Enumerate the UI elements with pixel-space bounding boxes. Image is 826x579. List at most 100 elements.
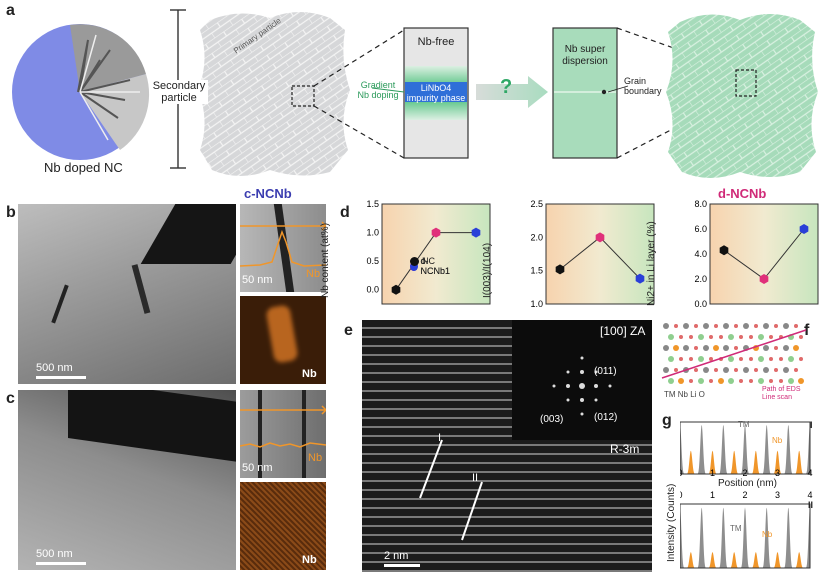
atom [763,367,769,373]
atom [734,368,738,372]
panel-label-c: c [6,390,15,407]
atom [728,356,734,362]
nb-map-c: Nb [240,482,326,570]
panel-a-schematic [12,9,818,178]
stem-inset-b: 50 nm Nb [240,204,326,292]
g-nb-label-2: Nb [762,530,773,539]
nb-profile [680,450,810,474]
spot-011: (011) [594,366,617,377]
line-scan-paths [419,439,483,541]
atom [754,324,758,328]
panel-label-g: g [662,412,672,429]
g-tick-label: 0 [680,468,683,478]
g-tick-label: 4 [807,468,812,478]
atom [783,367,789,373]
atom [783,345,789,351]
eds-profiles: 0011223344 [680,421,813,569]
atom [709,335,713,339]
atom [794,368,798,372]
atom [779,357,783,361]
scale-bar [36,376,86,379]
atom [674,324,678,328]
atom [774,324,778,328]
atom [734,324,738,328]
atom [679,335,683,339]
atom [689,379,693,383]
panel-d-svg: 0.00.51.01.51.01.52.02.50.02.04.06.08.0 [366,199,819,309]
g-tick-label: 4 [807,490,812,500]
atom-legend: TM Nb Li O [664,390,705,399]
plot1-ylabel: Nb content (at%) [320,222,331,298]
c-ncnb-title: c-NCNb [244,186,292,201]
atom [689,335,693,339]
profile-frame [680,503,811,569]
legend-item-c-ncnb1: c-NCNb1 [410,256,452,276]
g-mark-2: II [808,500,814,510]
atom [788,356,794,362]
data-point-NC [719,245,729,256]
g-ylabel: Intensity (Counts) [666,483,677,562]
atom [668,356,674,362]
atom [703,367,709,373]
line-mark-2: II [472,472,479,484]
atom [694,368,698,372]
spot-003: (003) [540,414,564,425]
atom [663,345,669,351]
atom [723,323,729,329]
atom [694,324,698,328]
question-mark: ? [500,76,513,98]
zone-axis-label: [100] ZA [600,324,646,338]
atom [668,378,674,384]
g-tick-label: 0 [680,490,683,500]
atom [794,324,798,328]
data-point-c-NCNb1 [471,227,481,238]
tick-label: 6.0 [694,224,707,234]
atom [723,345,729,351]
atom [698,356,704,362]
atom [743,323,749,329]
atom [663,367,669,373]
g-tick-label: 1 [710,490,715,500]
atom [674,368,678,372]
panel-label-a: a [6,2,15,19]
plot2-ylabel: I(003)/I(104) [482,242,493,298]
atom [779,379,783,383]
space-group-label: R-3m [610,442,640,456]
atom [709,379,713,383]
atom [679,357,683,361]
chart-plot-1: 0.00.51.01.5 [366,199,491,305]
panel-label-f: f [804,322,810,339]
atom [673,345,679,351]
data-point-d-NCNb1 [759,274,769,284]
plot3-ylabel: Ni2+ in Li layer (%) [646,221,657,306]
data-point-c-NCNb1 [799,224,809,234]
atom [683,345,689,351]
atom [734,346,738,350]
panel-label-b: b [6,204,16,221]
data-point-d-NCNb1 [431,227,441,238]
tick-label: 0.0 [694,299,707,309]
atom [769,357,773,361]
eds-line-b [240,221,326,267]
atom [714,324,718,328]
nb-map-label-c: Nb [302,554,317,566]
atom [743,367,749,373]
nb-line-label-b: Nb [306,268,321,280]
atom [754,368,758,372]
atom [714,368,718,372]
tick-label: 1.5 [366,200,379,209]
secondary-particle-sphere [12,24,150,160]
d-ncnb-title: d-NCNb [718,186,767,201]
panel-label-d: d [340,204,350,221]
scale-inset-c: 50 nm [242,462,273,474]
plot-frame [709,203,819,305]
line-mark-1: I [438,432,442,444]
g-tm-label: TM [738,420,750,429]
nb-line-label-c: Nb [308,452,323,464]
tick-label: 4.0 [694,249,707,259]
atom [763,345,769,351]
